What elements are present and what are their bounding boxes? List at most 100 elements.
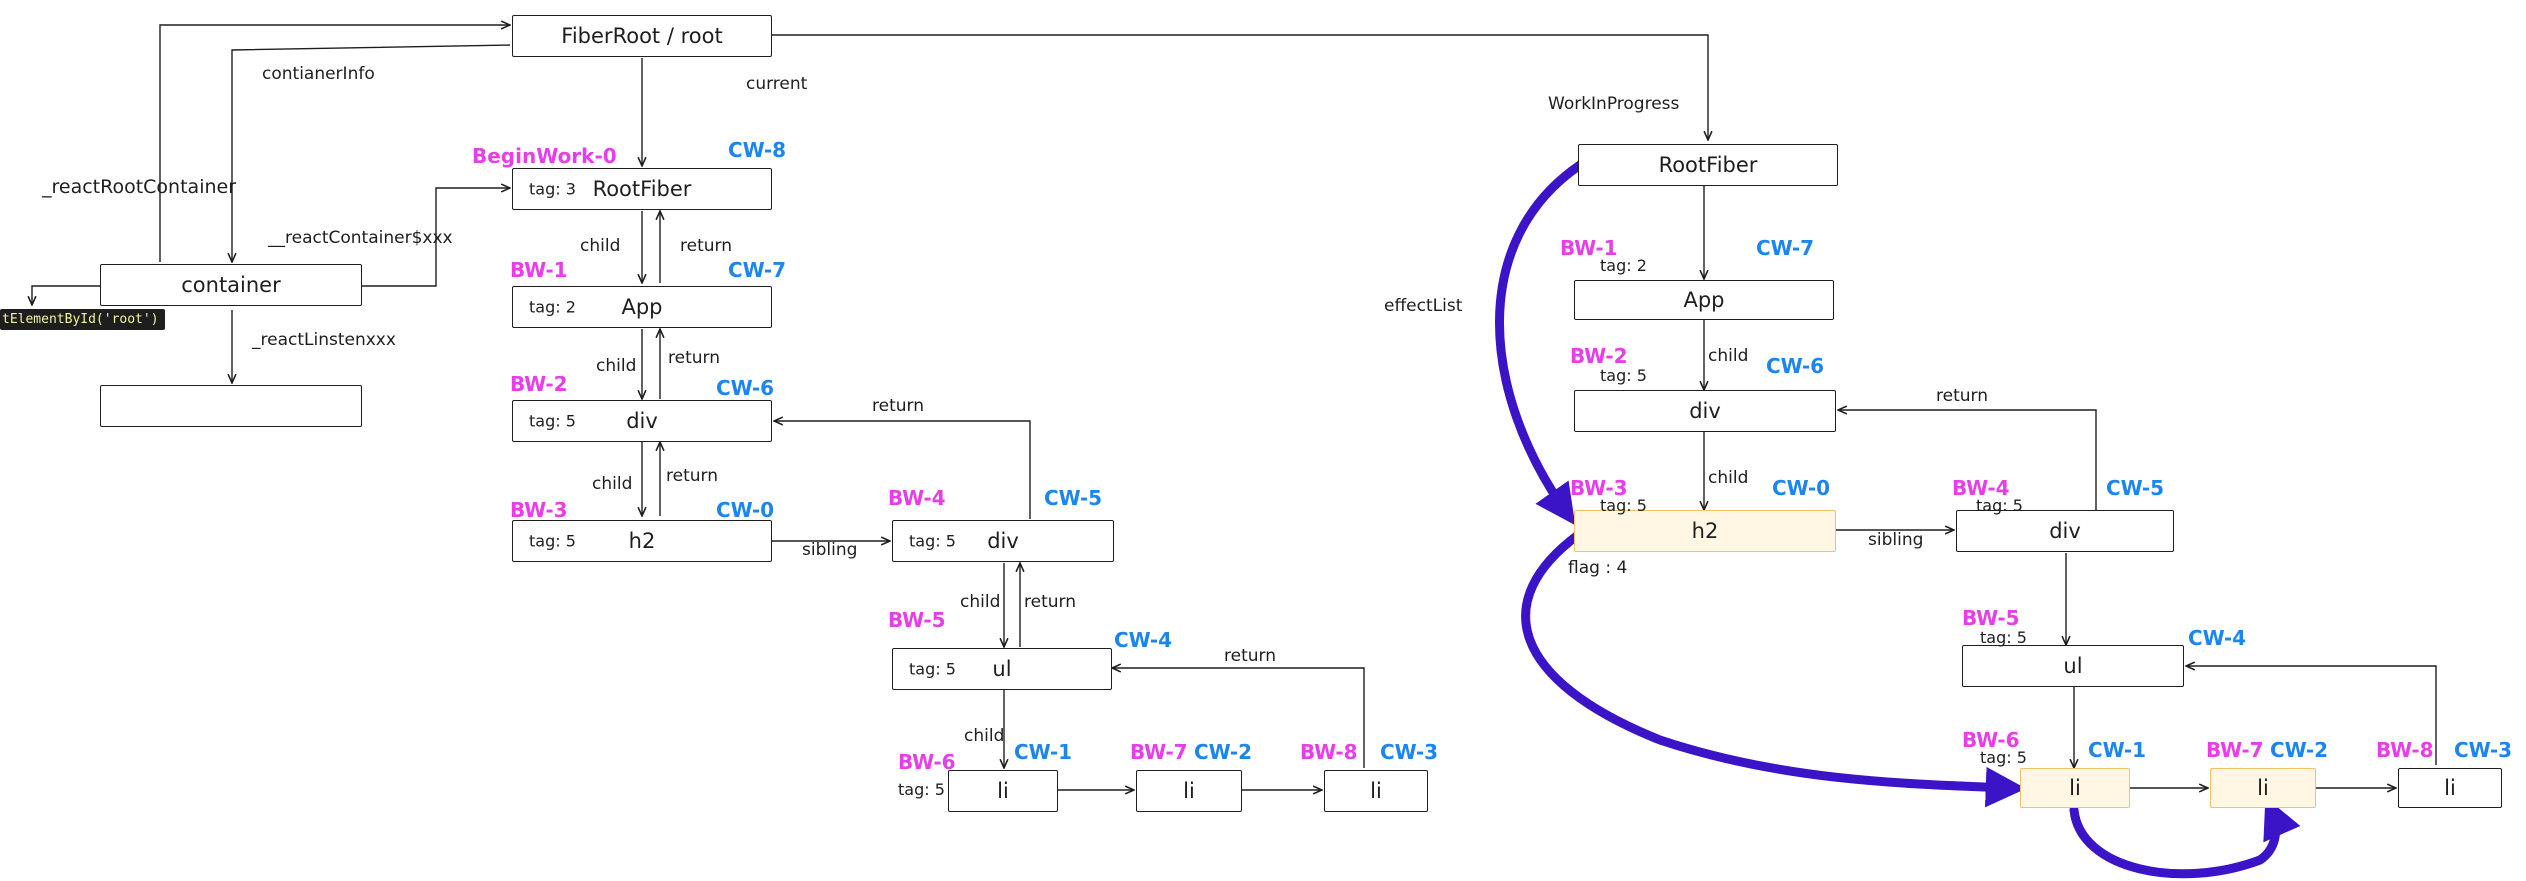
container-info-arrow: [232, 44, 511, 262]
effect-list-arrow: [2069, 797, 2301, 879]
tag-label: tag: 5: [529, 411, 576, 431]
complete-work-label: CW-3: [2454, 738, 2513, 762]
li-node: li: [1324, 770, 1428, 812]
complete-work-label: CW-0: [716, 498, 775, 522]
effect-list-arrow: [1495, 160, 1585, 526]
container-box: container: [100, 264, 362, 306]
return-label: return: [668, 348, 720, 368]
begin-work-label: BeginWork-0: [472, 144, 617, 168]
return-arrow: [774, 421, 1031, 519]
tag-label: tag: 5: [1980, 748, 2027, 767]
return-label: return: [680, 236, 732, 256]
begin-work-label: BW-6: [1962, 728, 2020, 752]
tag-label: tag: 5: [1976, 496, 2023, 515]
flag-label: flag : 4: [1568, 558, 1628, 578]
complete-work-label: CW-8: [728, 138, 787, 162]
begin-work-label: BW-8: [2376, 738, 2434, 762]
tag-label: tag: 3: [529, 179, 576, 199]
react-root-container-arrow: [159, 25, 510, 262]
complete-work-label: CW-4: [2188, 626, 2247, 650]
child-label: child: [580, 236, 621, 256]
sibling-label: sibling: [802, 540, 858, 560]
rootfiber-node: RootFiber: [1578, 144, 1838, 186]
tag-label: tag: 2: [1600, 256, 1647, 275]
begin-work-label: BW-5: [888, 608, 946, 632]
complete-work-label: CW-5: [2106, 476, 2165, 500]
node-label: li: [2069, 776, 2081, 800]
tag-label: tag: 5: [909, 531, 956, 551]
return-arrow: [2186, 666, 2437, 765]
tag-label: tag: 5: [529, 531, 576, 551]
div-node: tag: 5 div: [512, 400, 772, 442]
return-arrow: [1838, 410, 2097, 510]
return-label: return: [1936, 386, 1988, 406]
react-listen-label: _reactLinstenxxx: [252, 330, 396, 350]
node-label: div: [987, 529, 1019, 553]
tag-label: tag: 5: [909, 659, 956, 679]
node-label: li: [2444, 776, 2456, 800]
tag-label: tag: 5: [1980, 628, 2027, 647]
tag-label: tag: 5: [1600, 496, 1647, 515]
work-in-progress-arrow: [772, 34, 1708, 140]
begin-work-label: BW-3: [1570, 476, 1628, 500]
return-label: return: [1024, 592, 1076, 612]
node-label: App: [1683, 288, 1725, 312]
node-label: App: [621, 295, 663, 319]
complete-work-label: CW-6: [716, 376, 775, 400]
begin-work-label: BW-1: [1560, 236, 1618, 260]
li-node: li: [2398, 768, 2502, 808]
react-container-arrow: [362, 188, 510, 287]
node-label: div: [2049, 519, 2081, 543]
node-label: li: [1183, 779, 1195, 803]
sibling-label: sibling: [1868, 530, 1924, 550]
child-label: child: [964, 726, 1005, 746]
ul-node: ul: [1962, 645, 2184, 687]
node-label: ul: [2063, 654, 2083, 678]
li-node: li: [1136, 770, 1242, 812]
fiberroot-label: FiberRoot / root: [561, 24, 723, 48]
begin-work-label: BW-5: [1962, 606, 2020, 630]
begin-work-label: BW-2: [1570, 344, 1628, 368]
dom-arrow: [32, 285, 100, 305]
complete-work-label: CW-5: [1044, 486, 1103, 510]
node-label: div: [626, 409, 658, 433]
begin-work-label: BW-8: [1300, 740, 1358, 764]
complete-work-label: CW-7: [728, 258, 787, 282]
child-label: child: [1708, 346, 1749, 366]
div2-node: div: [1956, 510, 2174, 552]
empty-box: [100, 385, 362, 427]
code-snippet: tElementById('root'): [0, 309, 165, 330]
work-in-progress-label: WorkInProgress: [1548, 94, 1680, 114]
return-label: return: [666, 466, 718, 486]
container-info-label: contianerInfo: [262, 64, 375, 84]
node-label: li: [1370, 779, 1382, 803]
container-label: container: [181, 273, 281, 297]
effect-list-arrow: [1521, 530, 2027, 808]
node-label: h2: [1691, 519, 1719, 543]
tag-label: tag: 2: [529, 297, 576, 317]
h2-node-highlighted: h2: [1574, 510, 1836, 552]
li-node-highlighted: li: [2210, 768, 2316, 808]
complete-work-label: CW-3: [1380, 740, 1439, 764]
fiberroot-box: FiberRoot / root: [512, 15, 772, 57]
return-label: return: [872, 396, 924, 416]
child-label: child: [592, 474, 633, 494]
node-label: ul: [992, 657, 1012, 681]
complete-work-label: CW-0: [1772, 476, 1831, 500]
tag-label: tag: 5: [1600, 366, 1647, 385]
node-label: li: [2257, 776, 2269, 800]
rootfiber-node: tag: 3 RootFiber: [512, 168, 772, 210]
tag-label: tag: 5: [898, 780, 945, 799]
begin-work-label: BW-4: [888, 486, 946, 510]
begin-work-label: BW-3: [510, 498, 568, 522]
h2-node: tag: 5 h2: [512, 520, 772, 562]
li-node-highlighted: li: [2020, 768, 2130, 808]
return-arrow: [1112, 668, 1365, 768]
li-node: li: [948, 770, 1058, 812]
child-label: child: [596, 356, 637, 376]
node-label: h2: [628, 529, 656, 553]
begin-work-label: BW-2: [510, 372, 568, 396]
react-container-label: __reactContainer$xxx: [268, 228, 453, 248]
